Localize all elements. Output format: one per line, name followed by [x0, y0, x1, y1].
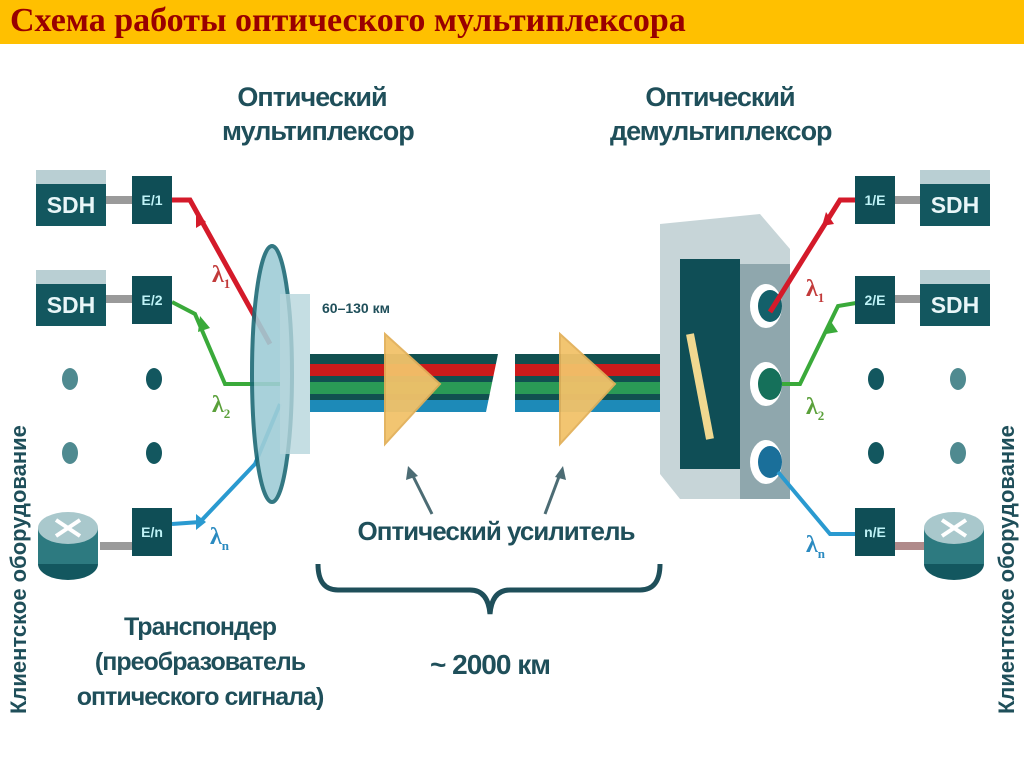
diagram-graphics	[100, 196, 924, 615]
lambda-subscript: n	[817, 545, 826, 561]
lambda-subscript: 2	[817, 407, 825, 423]
trunk-fiber-bundle	[310, 354, 690, 412]
lambda-symbol: λ	[806, 532, 818, 558]
right-transponder-1: 1/E	[855, 176, 895, 224]
left-transponder-2: E/2	[132, 276, 172, 324]
multiplexer-label-line2: мультиплексор	[222, 116, 415, 146]
sdh-label: SDH	[36, 184, 106, 226]
left-sdh-1: SDH	[36, 170, 106, 226]
lambda-n-label-left: λn	[210, 524, 229, 554]
ellipsis-dot	[868, 368, 884, 390]
lambda-symbol: λ	[212, 262, 224, 288]
lambda-subscript: 1	[223, 275, 231, 291]
ellipsis-dot	[950, 442, 966, 464]
transponder-label-line2: (преобразователь	[94, 648, 306, 676]
lambda-2-label-right: λ2	[806, 394, 824, 424]
ellipsis-dot	[146, 442, 162, 464]
demultiplexer-label: Оптический демультиплексор	[610, 80, 833, 148]
ellipsis-dot	[62, 442, 78, 464]
fiber-lambda-1-out	[767, 197, 862, 314]
ellipsis-dot	[146, 368, 162, 390]
lambda-1-label-left: λ1	[212, 262, 230, 292]
transponder-label-line1: Транспондер	[123, 613, 277, 641]
right-transponder-n: n/E	[855, 508, 895, 556]
span-length-label: 60–130 км	[322, 300, 390, 316]
sdh-label: SDH	[36, 284, 106, 326]
left-sdh-2: SDH	[36, 270, 106, 326]
lambda-symbol: λ	[212, 392, 224, 418]
transponder-label-line3: оптического сигнала)	[76, 683, 325, 711]
lambda-1-label-right: λ1	[806, 276, 824, 306]
multiplexer-label: Оптический мультиплексор	[222, 80, 415, 148]
lambda-subscript: 1	[817, 289, 825, 305]
sdh-label: SDH	[920, 284, 990, 326]
right-transponder-2: 2/E	[855, 276, 895, 324]
title-bar: Схема работы оптического мультиплексора	[0, 0, 1024, 44]
multiplexer-diagram: Клиентское оборудование Клиентское обору…	[0, 44, 1024, 767]
lambda-subscript: 2	[223, 405, 231, 421]
distance-label: ~ 2000 км	[430, 649, 551, 680]
lambda-symbol: λ	[210, 524, 222, 550]
demultiplexer-label-line1: Оптический	[645, 82, 795, 112]
lambda-subscript: n	[221, 537, 230, 553]
optical-amplifier-2	[559, 331, 617, 447]
right-router-icon	[924, 512, 984, 580]
left-transponder-1: E/1	[132, 176, 172, 224]
right-sdh-2: SDH	[920, 270, 990, 326]
amplifier-label: Оптический усилитель	[357, 516, 636, 546]
demultiplexer-label-line2: демультиплексор	[610, 116, 833, 146]
optical-amplifier-1	[384, 331, 442, 447]
optical-demultiplexer	[660, 214, 790, 499]
slide-title: Схема работы оптического мультиплексора	[10, 2, 686, 39]
lambda-symbol: λ	[806, 394, 818, 420]
ellipsis-dot	[950, 368, 966, 390]
lambda-symbol: λ	[806, 276, 818, 302]
transponder-label: Транспондер (преобразователь оптического…	[70, 610, 330, 715]
ellipsis-dot	[868, 442, 884, 464]
fiber-lambda-2-out	[782, 300, 863, 386]
right-sdh-1: SDH	[920, 170, 990, 226]
lambda-2-label-left: λ2	[212, 392, 230, 422]
left-router-icon	[38, 512, 98, 580]
ellipsis-dot	[62, 368, 78, 390]
fiber-lambda-1-in	[172, 197, 273, 346]
fiber-lambda-n-out	[776, 470, 862, 536]
distance-brace	[315, 563, 663, 615]
lambda-n-label-right: λn	[806, 532, 825, 562]
sdh-label: SDH	[920, 184, 990, 226]
left-transponder-n: E/n	[132, 508, 172, 556]
multiplexer-label-line1: Оптический	[237, 82, 387, 112]
